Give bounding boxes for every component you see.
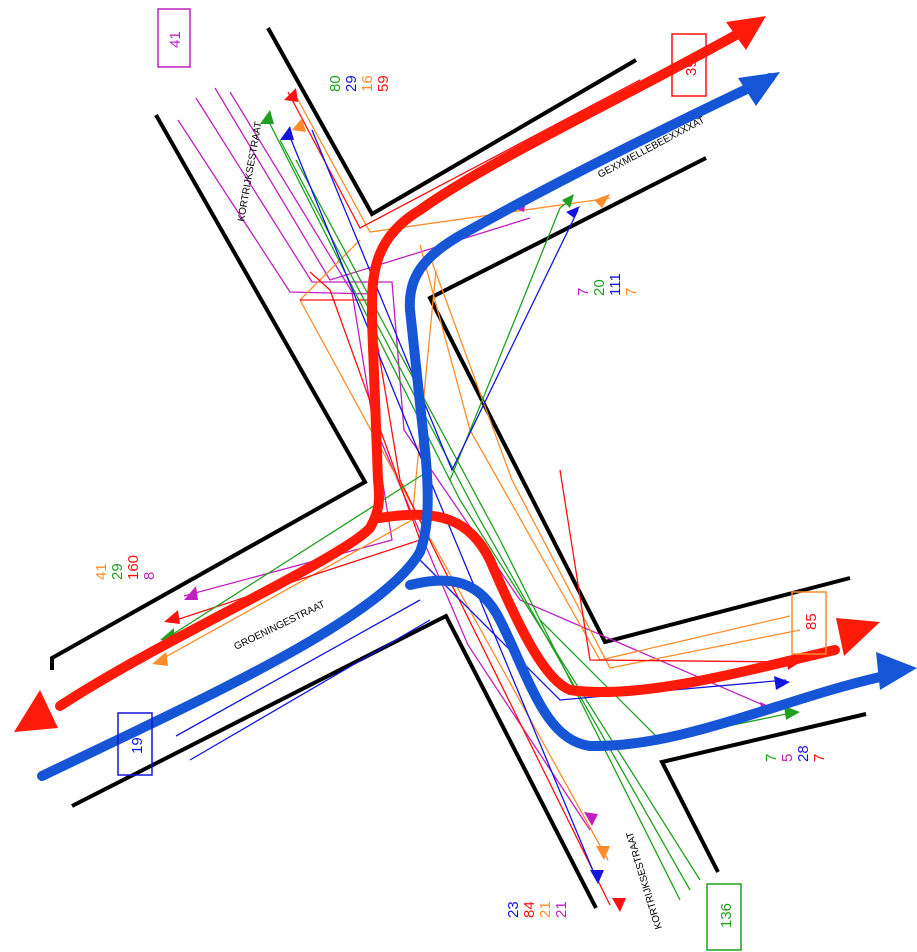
road-edge-north-east bbox=[266, 27, 638, 217]
svg-text:111: 111 bbox=[607, 273, 624, 296]
street-label-kortrijksestraat-north: KORTRIJKSESTRAAT bbox=[236, 121, 264, 223]
svg-text:41: 41 bbox=[93, 563, 110, 580]
arrowhead-orange-north bbox=[292, 118, 306, 132]
main-routes bbox=[37, 25, 885, 781]
svg-text:85: 85 bbox=[803, 613, 820, 630]
counts-southeast: 7 5 28 7 bbox=[763, 745, 828, 762]
movement-arrowheads bbox=[152, 88, 800, 912]
svg-text:39: 39 bbox=[683, 59, 700, 76]
svg-text:21: 21 bbox=[553, 901, 570, 918]
svg-text:29: 29 bbox=[109, 563, 126, 580]
route-blue-arrow-east bbox=[876, 652, 917, 690]
box-northeast: 39 bbox=[671, 33, 707, 97]
route-blue-line bbox=[37, 73, 775, 781]
arrowhead-blue-south bbox=[590, 870, 604, 884]
svg-text:41: 41 bbox=[167, 31, 184, 48]
road-edges bbox=[50, 27, 867, 909]
route-arrowheads bbox=[14, 16, 917, 732]
counts-northeast: 7 20 111 7 bbox=[575, 273, 640, 296]
svg-text:7: 7 bbox=[575, 288, 592, 296]
svg-text:136: 136 bbox=[718, 903, 735, 928]
box-north: 41 bbox=[157, 8, 191, 68]
street-label-east: GEXXMELLEBEEXXXXAT bbox=[596, 115, 707, 181]
road-edge-east-south bbox=[659, 712, 867, 873]
movement-lines bbox=[159, 79, 801, 906]
svg-text:29: 29 bbox=[343, 75, 360, 92]
arrowhead-red-south bbox=[612, 898, 626, 912]
svg-text:7: 7 bbox=[811, 754, 828, 762]
arrowhead-orange-west bbox=[152, 652, 168, 666]
road-edge-north-west bbox=[50, 114, 368, 670]
route-blue-arrow-ne bbox=[738, 72, 780, 106]
box-east: 85 bbox=[791, 591, 827, 655]
arrowhead-orange-south bbox=[596, 846, 610, 860]
svg-text:16: 16 bbox=[359, 75, 376, 92]
arrowhead-blue-north bbox=[280, 126, 294, 140]
arrowhead-magenta-south bbox=[584, 812, 598, 826]
svg-text:28: 28 bbox=[795, 745, 812, 762]
route-red-arrow-ne bbox=[726, 16, 766, 50]
route-red-branch bbox=[375, 509, 840, 698]
arrowhead-blue-ne bbox=[566, 206, 580, 218]
arrowhead-red-west bbox=[164, 610, 180, 624]
svg-text:8: 8 bbox=[141, 572, 158, 580]
arrowhead-green-ne bbox=[562, 194, 574, 208]
arrowhead-red-north bbox=[284, 88, 298, 102]
counts-north: 80 29 16 59 bbox=[327, 75, 392, 92]
route-red-arrow-east bbox=[836, 618, 880, 656]
svg-text:19: 19 bbox=[129, 737, 146, 754]
road-edge-south-west bbox=[71, 613, 598, 909]
svg-text:59: 59 bbox=[375, 75, 392, 92]
road-edge-east-north bbox=[427, 156, 851, 645]
svg-text:160: 160 bbox=[125, 555, 142, 580]
route-red-line bbox=[55, 25, 750, 711]
street-label-kortrijksestraat-south: KORTRIJKSESTRAAT bbox=[625, 830, 665, 930]
box-south: 136 bbox=[706, 883, 742, 951]
svg-text:21: 21 bbox=[537, 901, 554, 918]
svg-text:84: 84 bbox=[521, 901, 538, 918]
svg-text:23: 23 bbox=[505, 901, 522, 918]
route-blue-branch bbox=[405, 575, 885, 752]
counts-south: 23 84 21 21 bbox=[505, 901, 570, 918]
svg-text:80: 80 bbox=[327, 75, 344, 92]
arrowhead-orange-ne bbox=[594, 194, 610, 208]
box-west: 19 bbox=[117, 712, 153, 776]
svg-text:5: 5 bbox=[779, 754, 796, 762]
arrowhead-magenta-west bbox=[184, 586, 198, 600]
counts-west: 41 29 160 8 bbox=[93, 555, 158, 580]
svg-text:7: 7 bbox=[763, 754, 780, 762]
arrowhead-green-north bbox=[260, 110, 274, 124]
svg-text:20: 20 bbox=[591, 279, 608, 296]
arrowhead-blue-east bbox=[774, 676, 790, 690]
route-red-arrow-west bbox=[14, 690, 58, 732]
svg-text:7: 7 bbox=[623, 288, 640, 296]
arrowhead-green-east bbox=[784, 706, 800, 720]
